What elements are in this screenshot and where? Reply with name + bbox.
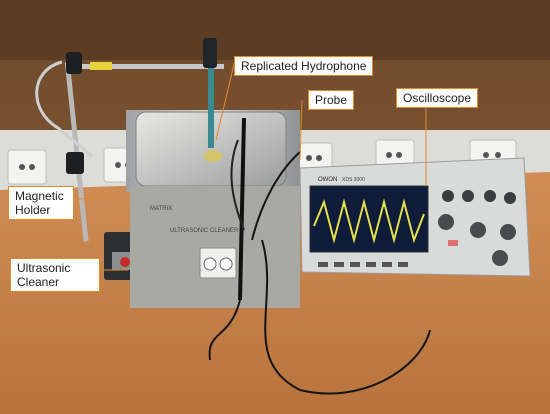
- scope-knobs: [438, 190, 516, 266]
- waveform-trace: [313, 198, 425, 244]
- rod-clamp: [66, 52, 82, 74]
- scope-brand-text: OWON: [318, 177, 337, 183]
- scope-buttons: [318, 262, 408, 267]
- leader-magnetic-holder: [69, 195, 113, 201]
- top-shelf-shadow: [0, 0, 550, 60]
- cleaner-control-panel: [199, 247, 237, 279]
- label-probe: Probe: [308, 90, 355, 110]
- label-magnetic-holder: Magnetic Holder: [8, 186, 74, 220]
- label-oscilloscope: Oscilloscope: [396, 88, 479, 108]
- cleaner-body: [130, 186, 300, 308]
- replicated-hydrophone: [203, 38, 222, 162]
- timer-knob: [203, 257, 217, 271]
- leader-probe: [299, 99, 303, 161]
- cleaner-label-text: ULTRASONIC CLEANER: [170, 228, 239, 234]
- cleaner-brand-text: MATRIX: [150, 206, 172, 212]
- leader-hydrophone: [215, 63, 235, 141]
- socket: [7, 149, 47, 185]
- label-replicated-hydrophone: Replicated Hydrophone: [234, 56, 374, 76]
- scope-model-text: XDS 3000: [342, 177, 365, 183]
- heater-knob: [219, 257, 233, 271]
- label-ultrasonic-cleaner: Ultrasonic Cleaner: [10, 258, 100, 292]
- rod-clamp: [66, 152, 84, 174]
- oscilloscope-probe: [208, 117, 431, 395]
- oscilloscope: OWON XDS 3000: [299, 157, 531, 277]
- leader-lines: [69, 63, 427, 271]
- holder-arm: [74, 64, 224, 69]
- holder-rod: [64, 62, 89, 242]
